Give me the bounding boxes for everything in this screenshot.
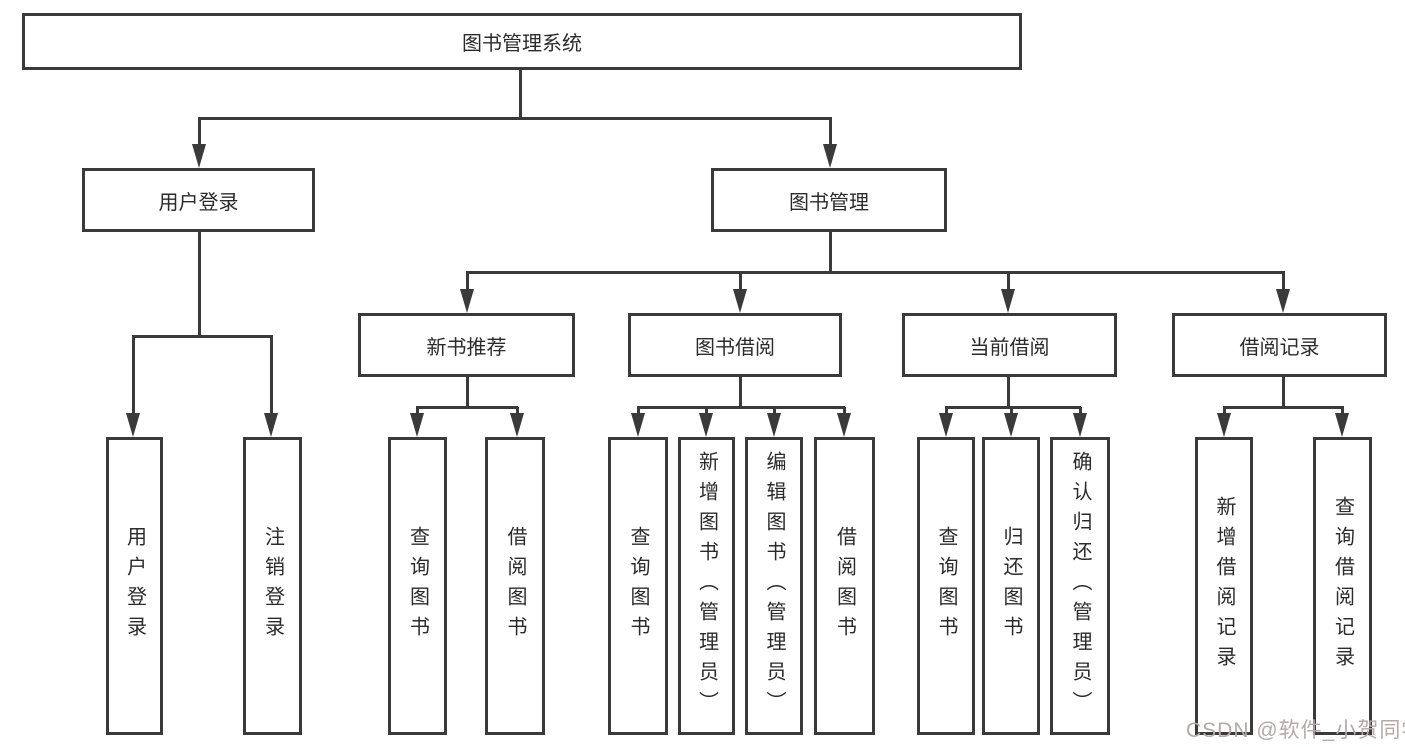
leaf-user-login: 用户登录 <box>106 437 163 735</box>
leaf-borrow-edit-books-admin: 编辑图书（管理员） <box>745 437 803 735</box>
arrow-down-icon <box>699 413 713 437</box>
arrow-down-icon <box>1073 413 1087 437</box>
connector-drop <box>1010 407 1013 414</box>
connector-userlogin-stem <box>198 232 201 336</box>
arrow-down-icon <box>126 413 140 437</box>
leaf-newbook-query-books: 查询图书 <box>388 437 447 735</box>
node-book-borrowing: 图书借阅 <box>628 313 842 377</box>
arrow-down-icon <box>192 144 206 168</box>
leaf-borrow-query-books: 查询图书 <box>608 437 668 735</box>
connector-newbook-rail <box>416 406 518 409</box>
connector-drop <box>1223 407 1226 414</box>
node-borrowing-records: 借阅记录 <box>1172 313 1387 377</box>
connector-drop <box>773 407 776 414</box>
connector-drop-leaf-logout <box>270 336 273 414</box>
arrow-down-icon <box>264 413 278 437</box>
arrow-down-icon <box>823 144 837 168</box>
arrow-down-icon <box>1217 413 1231 437</box>
arrow-down-icon <box>1276 289 1290 313</box>
connector-drop-user-login <box>198 118 201 145</box>
connector-drop <box>1341 407 1344 414</box>
arrow-down-icon <box>939 413 953 437</box>
connector-drop-leaf-login <box>132 336 135 414</box>
arrow-down-icon <box>410 413 424 437</box>
connector-drop-bookborrow <box>739 272 742 290</box>
leaf-current-return-books: 归还图书 <box>982 437 1040 735</box>
connector-drop-borrowrecords <box>1282 272 1285 290</box>
connector-newbook-stem <box>466 377 469 407</box>
arrow-down-icon <box>1001 289 1015 313</box>
connector-drop <box>1079 407 1082 414</box>
connector-bookmgmt-stem <box>829 232 832 272</box>
connector-currentborrow-rail <box>945 406 1081 409</box>
arrow-down-icon <box>837 413 851 437</box>
connector-drop-newbook <box>466 272 469 290</box>
leaf-records-add-record: 新增借阅记录 <box>1195 437 1253 735</box>
connector-root-rail <box>198 117 832 120</box>
arrow-down-icon <box>1335 413 1349 437</box>
node-book-management-module: 图书管理 <box>711 168 947 232</box>
connector-drop-currentborrow <box>1007 272 1010 290</box>
connector-bookborrow-rail <box>637 406 845 409</box>
connector-drop <box>945 407 948 414</box>
leaf-logout: 注销登录 <box>243 437 302 735</box>
connector-drop <box>843 407 846 414</box>
connector-bookborrow-stem <box>739 377 742 407</box>
node-current-borrowing: 当前借阅 <box>902 313 1117 377</box>
node-new-book-recommend: 新书推荐 <box>358 313 575 377</box>
connector-drop <box>705 407 708 414</box>
csdn-watermark: CSDN @软件_小贺同学 <box>1186 719 1405 742</box>
connector-bookmgmt-rail <box>466 271 1285 274</box>
connector-drop <box>516 407 519 414</box>
connector-drop-book-mgmt <box>829 118 832 145</box>
connector-drop <box>637 407 640 414</box>
connector-drop <box>416 407 419 414</box>
leaf-records-query-record: 查询借阅记录 <box>1313 437 1372 735</box>
connector-root-stem <box>519 70 522 118</box>
arrow-down-icon <box>1004 413 1018 437</box>
connector-currentborrow-stem <box>1007 377 1010 407</box>
arrow-down-icon <box>510 413 524 437</box>
leaf-newbook-borrow-books: 借阅图书 <box>485 437 545 735</box>
node-library-system: 图书管理系统 <box>22 13 1022 70</box>
leaf-borrow-add-books-admin: 新增图书（管理员） <box>678 437 735 735</box>
arrow-down-icon <box>733 289 747 313</box>
leaf-current-query-books: 查询图书 <box>917 437 975 735</box>
node-user-login-module: 用户登录 <box>82 168 315 232</box>
arrow-down-icon <box>767 413 781 437</box>
leaf-current-confirm-return-admin: 确认归还（管理员） <box>1050 437 1110 735</box>
connector-userlogin-rail <box>132 335 273 338</box>
arrow-down-icon <box>631 413 645 437</box>
connector-records-rail <box>1223 406 1344 409</box>
leaf-borrow-borrow-books: 借阅图书 <box>814 437 875 735</box>
arrow-down-icon <box>460 289 474 313</box>
connector-records-stem <box>1282 377 1285 407</box>
